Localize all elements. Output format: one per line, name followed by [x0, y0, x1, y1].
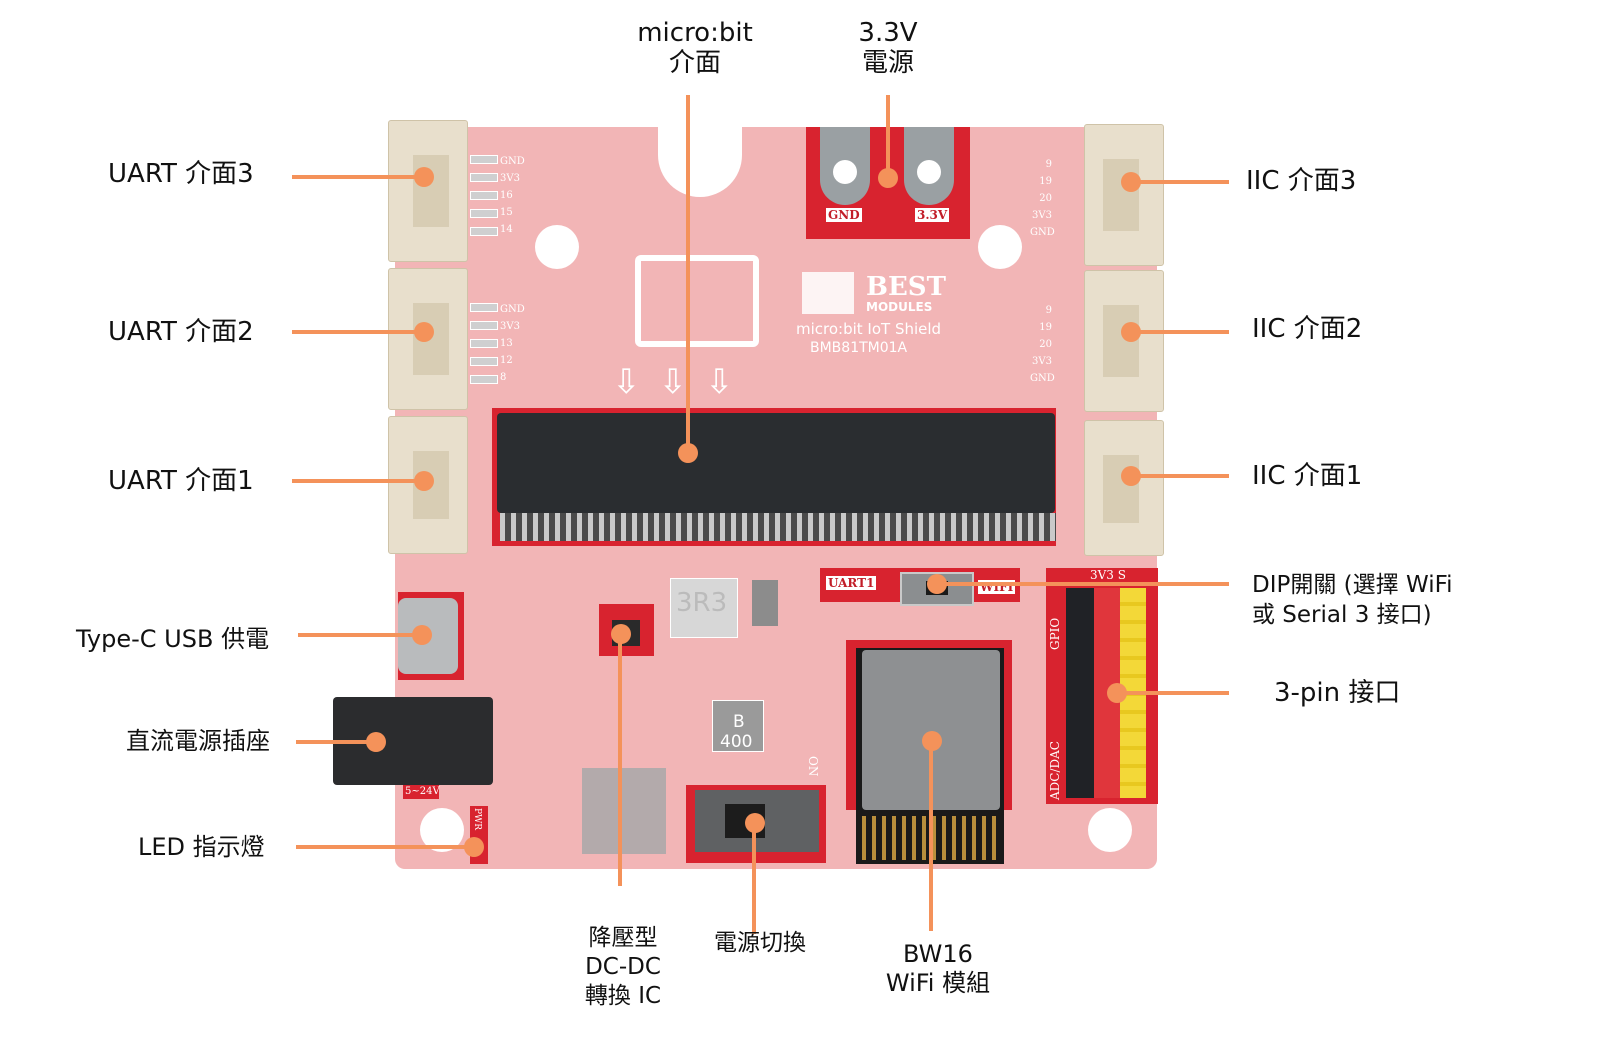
- uart3-silk: GND 3V3 16 15 14: [500, 156, 525, 235]
- board-notch: [658, 127, 742, 197]
- callout-iic3-label: IIC 介面3: [1246, 166, 1357, 196]
- callout-dcjack-dot: [366, 732, 386, 752]
- terminal-hole: [917, 160, 941, 184]
- callout-microbit-label: micro:bit 介面: [637, 18, 753, 78]
- callout-uart2-line: [292, 330, 424, 334]
- microbit-edge-connector: [497, 413, 1055, 513]
- dc-range-pad: [403, 785, 439, 799]
- gpio-silk: GPIO: [1048, 617, 1062, 650]
- edge-connector-pins: [500, 513, 1056, 541]
- on-silk: ON: [806, 756, 820, 777]
- callout-buck-label: 降壓型 DC-DC 轉換 IC: [584, 925, 662, 1009]
- gnd-header-row: [1066, 588, 1094, 798]
- product-name: micro:bit IoT Shield: [796, 320, 942, 338]
- brand-sub: MODULES: [866, 300, 933, 314]
- mounting-hole: [1088, 808, 1132, 852]
- callout-bw16-line: [929, 741, 933, 931]
- callout-bw16-label: BW16 WiFi 模組: [885, 940, 991, 997]
- callout-typec-label: Type-C USB 供電: [76, 625, 270, 653]
- callout-uart2-dot: [414, 322, 434, 342]
- brand: BEST: [866, 272, 946, 302]
- uart1-silk: UART1: [826, 576, 877, 590]
- callout-uart1-dot: [414, 471, 434, 491]
- callout-dip-line: [937, 582, 1229, 586]
- callout-3pin-label: 3-pin 接口: [1274, 678, 1401, 708]
- callout-dcjack-label: 直流電源插座: [126, 727, 270, 755]
- fuse-silk-1: B: [733, 712, 745, 732]
- best-logo-icon: [802, 272, 854, 314]
- uart2-silk: GND 3V3 13 12 8: [500, 304, 525, 383]
- product-model: BMB81TM01A: [810, 340, 908, 356]
- callout-uart3-label: UART 介面3: [108, 159, 254, 189]
- callout-uart3-dot: [414, 167, 434, 187]
- dc-range-silk: 5~24V: [405, 786, 440, 797]
- callout-iic3-line: [1131, 180, 1229, 184]
- callout-uart1-label: UART 介面1: [108, 466, 254, 496]
- adc-dac-silk: ADC/DAC: [1048, 741, 1062, 800]
- diode: [752, 580, 778, 626]
- callout-iic1-line: [1131, 474, 1229, 478]
- regulator: [582, 768, 666, 854]
- callout-iic2-label: IIC 介面2: [1252, 314, 1363, 344]
- mounting-hole: [535, 225, 579, 269]
- callout-typec-line: [298, 633, 422, 637]
- fuse-silk-2: 400: [720, 732, 753, 752]
- callout-uart3-line: [292, 175, 424, 179]
- terminal-hole: [833, 160, 857, 184]
- callout-dip-label: DIP開關 (選擇 WiFi 或 Serial 3 接口): [1252, 572, 1453, 628]
- callout-uart2-label: UART 介面2: [108, 317, 254, 347]
- callout-led-label: LED 指示燈: [138, 833, 265, 861]
- iic2-connector: [1084, 270, 1164, 412]
- iic1-connector: [1084, 420, 1164, 556]
- microbit-logo-icon: [635, 255, 759, 347]
- arrow-down-icons: ⇩⇩⇩: [612, 362, 752, 402]
- callout-3pin-line: [1117, 691, 1229, 695]
- callout-power33-label: 3.3V 電源: [858, 18, 918, 78]
- mounting-hole: [978, 225, 1022, 269]
- inductor: [670, 578, 738, 638]
- callout-buck-line: [618, 634, 622, 886]
- header-top-silk: 3V3 S: [1090, 568, 1126, 582]
- iic3-silk: 9 19 20 3V3 GND: [1030, 159, 1055, 238]
- callout-typec-dot: [412, 625, 432, 645]
- fuse: [712, 700, 764, 752]
- v33-silk: 3.3V: [915, 208, 950, 222]
- callout-uart1-line: [292, 479, 424, 483]
- iic2-silk: 9 19 20 3V3 GND: [1030, 305, 1055, 384]
- callout-pwrswitch-line: [752, 823, 756, 934]
- pwr-silk: PWR: [472, 808, 482, 831]
- power-switch[interactable]: [695, 790, 819, 852]
- inductor-silk: 3R3: [676, 588, 728, 618]
- gnd-silk: GND: [826, 208, 862, 222]
- callout-iic1-label: IIC 介面1: [1252, 461, 1363, 491]
- callout-pwrswitch-label: 電源切換: [714, 930, 806, 956]
- callout-power33-line: [886, 95, 890, 177]
- callout-microbit-dot: [678, 443, 698, 463]
- callout-microbit-line: [686, 95, 690, 453]
- uart3-pin-labels: [470, 155, 498, 236]
- callout-dcjack-line: [296, 740, 376, 744]
- callout-iic2-line: [1131, 330, 1229, 334]
- callout-power33-dot: [878, 168, 898, 188]
- iic3-connector: [1084, 124, 1164, 266]
- mounting-hole: [420, 808, 464, 852]
- callout-led-line: [296, 845, 474, 849]
- uart2-pin-labels: [470, 303, 498, 384]
- callout-led-dot: [464, 837, 484, 857]
- uart3-connector: [388, 120, 468, 262]
